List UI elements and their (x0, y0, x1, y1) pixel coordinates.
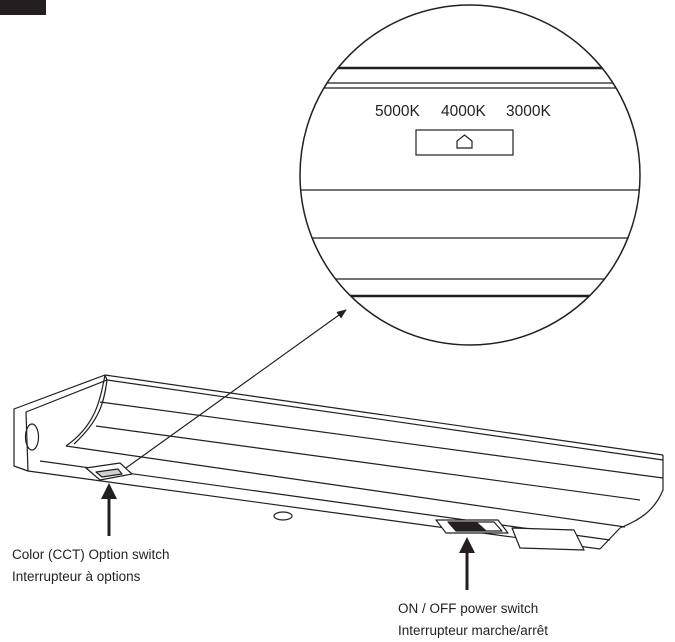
fixture-curve-left (65, 374, 106, 447)
cct-label-5000k: 5000K (375, 103, 420, 120)
cct-label-4000k: 4000K (441, 103, 486, 120)
cct-switch-caption-en: Color (CCT) Option switch (12, 547, 170, 562)
house-icon (456, 134, 473, 149)
fixture-face-line (99, 401, 664, 479)
cct-arrow-head (101, 483, 117, 499)
fixture-face-line (95, 425, 641, 501)
fixture-curve-inner (73, 379, 108, 445)
fixture-bottom-edge (27, 470, 601, 550)
corner-block (0, 0, 46, 15)
fixture-power-switch[interactable] (435, 519, 509, 534)
power-switch-caption-fr: Interrupteur marche/arrêt (398, 623, 549, 638)
power-switch-caption-en: ON / OFF power switch (398, 601, 539, 616)
zoom-detail: 5000K 4000K 3000K (299, 4, 641, 346)
cct-select-button[interactable] (415, 129, 514, 156)
power-arrow-head (459, 537, 475, 553)
cct-switch-caption-fr: Interrupteur à options (12, 569, 141, 584)
fixture-right-end (619, 455, 664, 529)
fixture-bottom-line (39, 460, 611, 541)
fixture-label-plate (511, 527, 585, 551)
fixture-cct-switch[interactable] (85, 462, 133, 481)
fixture-lens-edge (65, 445, 626, 528)
power-switch-caption: ON / OFF power switch Interrupteur march… (398, 598, 548, 642)
cct-switch-caption: Color (CCT) Option switch Interrupteur à… (12, 544, 170, 588)
cct-label-3000k: 3000K (506, 103, 551, 120)
center-knob (273, 511, 293, 521)
mounting-hole (24, 423, 40, 451)
fixture-top-edge-inner (106, 379, 664, 461)
light-fixture (13, 374, 664, 551)
fixture-top-edge (104, 374, 664, 456)
fixture-corner (599, 527, 621, 550)
zoom-circle (299, 4, 641, 346)
callout-arrows (101, 483, 475, 590)
zoom-leader-arrow (111, 309, 347, 479)
